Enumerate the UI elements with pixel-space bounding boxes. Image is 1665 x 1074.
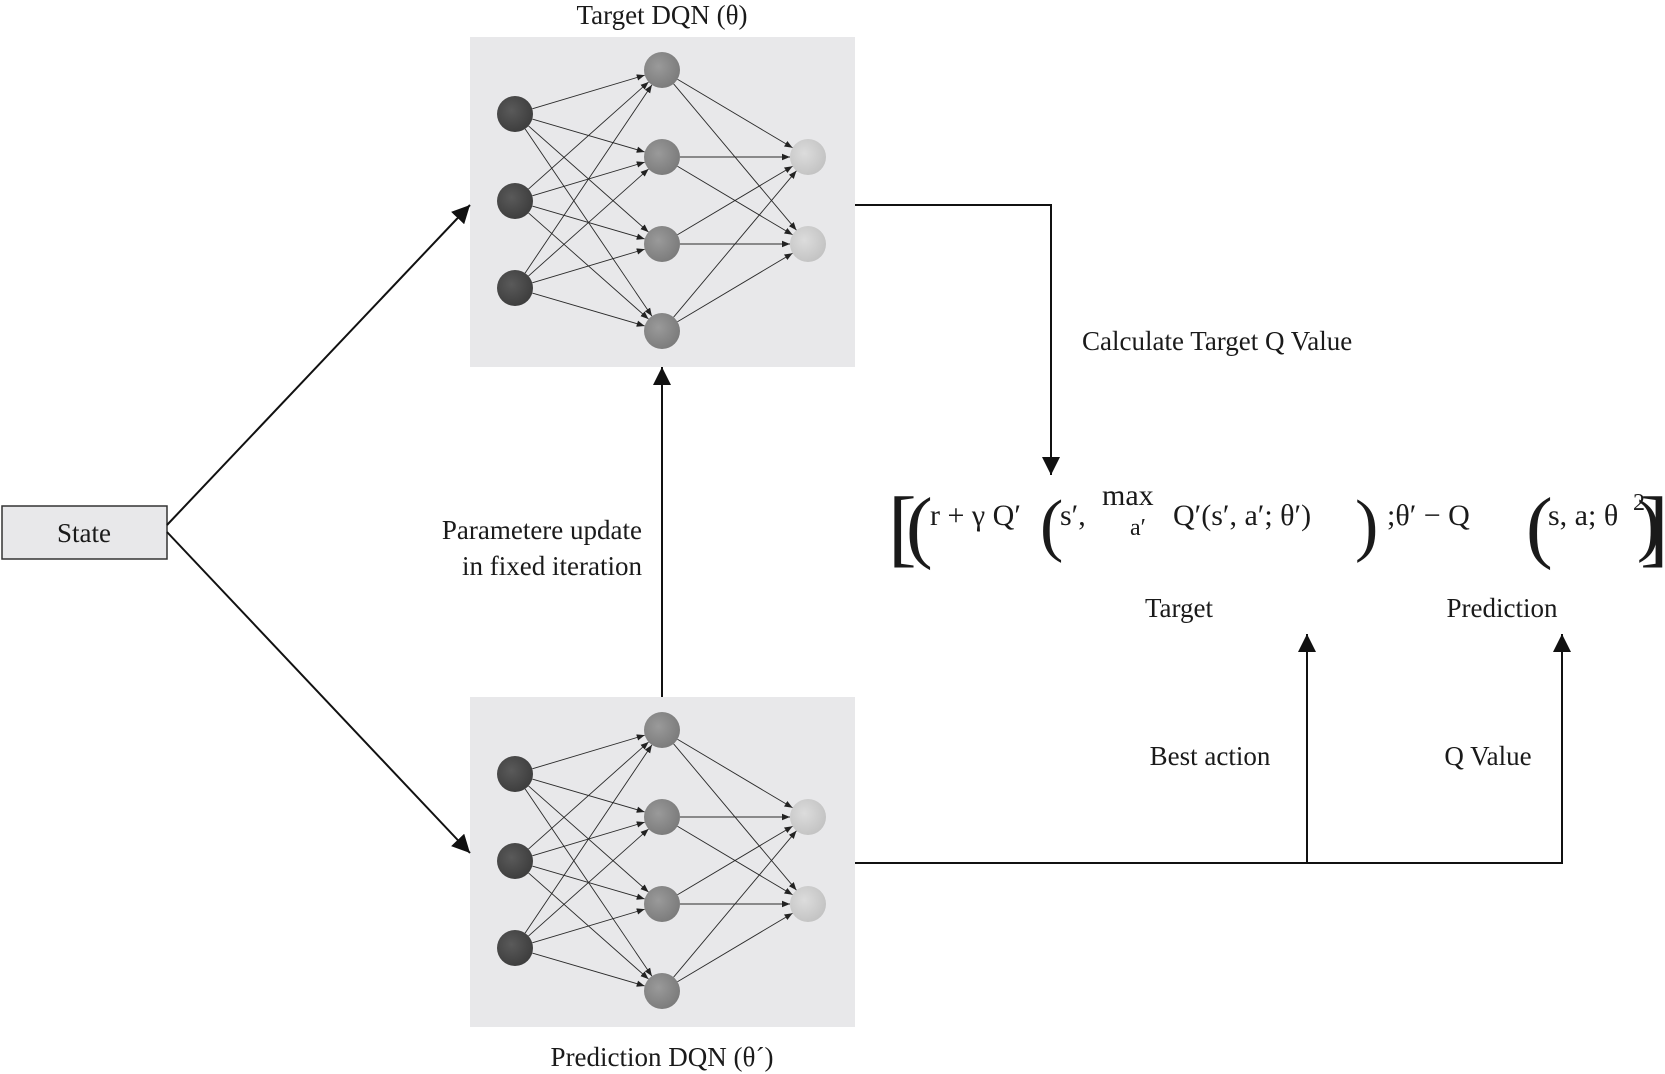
state-to-prediction-arrow	[166, 531, 471, 854]
hidden-node	[644, 712, 680, 748]
hidden-node	[644, 973, 680, 1009]
target-dqn-panel	[470, 37, 855, 367]
network-edge	[673, 170, 797, 318]
hidden-node	[644, 52, 680, 88]
network-edge	[673, 830, 797, 978]
input-node	[497, 756, 533, 792]
network-edge	[528, 168, 649, 277]
prediction-output-line	[855, 634, 1571, 864]
network-edge	[528, 741, 649, 850]
eq-paren1-open: (	[906, 483, 933, 571]
prediction-dqn: Prediction DQN (θ´)	[470, 697, 855, 1072]
network-edge	[677, 825, 793, 896]
network-edge	[532, 292, 645, 327]
eq-paren2-close: )	[1355, 487, 1378, 564]
eq-paren3-close: )	[1637, 487, 1660, 564]
target-dqn-title: Target DQN (θ)	[577, 0, 748, 30]
loss-equation: [ ( r + γ Q′ ( s′, max a′ Q′(s′, a′; θ′)…	[888, 479, 1665, 575]
eq-bracket-open: [	[888, 479, 917, 575]
input-node	[497, 930, 533, 966]
output-node	[790, 226, 826, 262]
eq-max: max	[1102, 479, 1154, 512]
hidden-node	[644, 139, 680, 175]
hidden-node	[644, 799, 680, 835]
hidden-node	[644, 226, 680, 262]
state-to-target-arrow	[166, 204, 471, 526]
network-edge	[532, 734, 645, 770]
network-edge	[677, 738, 793, 809]
network-edge	[524, 84, 653, 274]
network-edge	[677, 912, 793, 983]
network-edge	[532, 74, 645, 110]
network-edge	[677, 78, 793, 149]
network-nodes	[497, 712, 826, 1009]
output-node	[790, 886, 826, 922]
hidden-node	[644, 886, 680, 922]
network-edge	[677, 252, 793, 323]
param-update-line1: Parametere update	[442, 515, 642, 545]
prediction-dqn-title: Prediction DQN (θ´)	[551, 1042, 774, 1072]
eq-part2: Q′(s′, a′; θ′)	[1173, 499, 1311, 532]
network-edge	[528, 828, 649, 937]
network-edge	[532, 248, 645, 284]
input-node	[497, 183, 533, 219]
network-edges	[524, 734, 797, 987]
network-edges	[524, 74, 797, 327]
eq-paren2-open: (	[1040, 487, 1063, 564]
network-edge	[532, 908, 645, 944]
target-to-equation-arrow	[855, 204, 1060, 475]
network-edge	[677, 165, 793, 236]
best-action-label: Best action	[1150, 741, 1271, 771]
q-value-label: Q Value	[1444, 741, 1531, 771]
output-node	[790, 139, 826, 175]
eq-s-prime: s′,	[1060, 499, 1086, 532]
hidden-node	[644, 313, 680, 349]
output-node	[790, 799, 826, 835]
input-node	[497, 96, 533, 132]
calc-target-label: Calculate Target Q Value	[1082, 326, 1352, 356]
network-edge	[528, 81, 649, 190]
input-node	[497, 270, 533, 306]
prediction-dqn-panel	[470, 697, 855, 1027]
eq-exponent: 2	[1633, 490, 1645, 516]
target-label: Target	[1145, 593, 1214, 623]
eq-part1: r + γ Q′	[930, 499, 1021, 532]
eq-part3: ;θ′ − Q	[1387, 499, 1470, 532]
input-node	[497, 843, 533, 879]
state-rect	[1, 505, 168, 560]
network-edge	[524, 744, 653, 934]
eq-paren3-open: (	[1526, 483, 1553, 571]
prediction-label: Prediction	[1447, 593, 1558, 623]
eq-part4: s, a; θ	[1548, 499, 1618, 532]
target-network	[497, 52, 826, 349]
network-nodes	[497, 52, 826, 349]
state-label: State	[57, 518, 111, 548]
state-box: State	[1, 505, 168, 560]
param-update-line2: in fixed iteration	[462, 551, 642, 581]
eq-bracket-close: ]	[1640, 479, 1665, 575]
eq-max-sub: a′	[1130, 515, 1146, 541]
prediction-network	[497, 712, 826, 1009]
network-edge	[532, 952, 645, 987]
target-dqn: Target DQN (θ)	[470, 0, 855, 367]
